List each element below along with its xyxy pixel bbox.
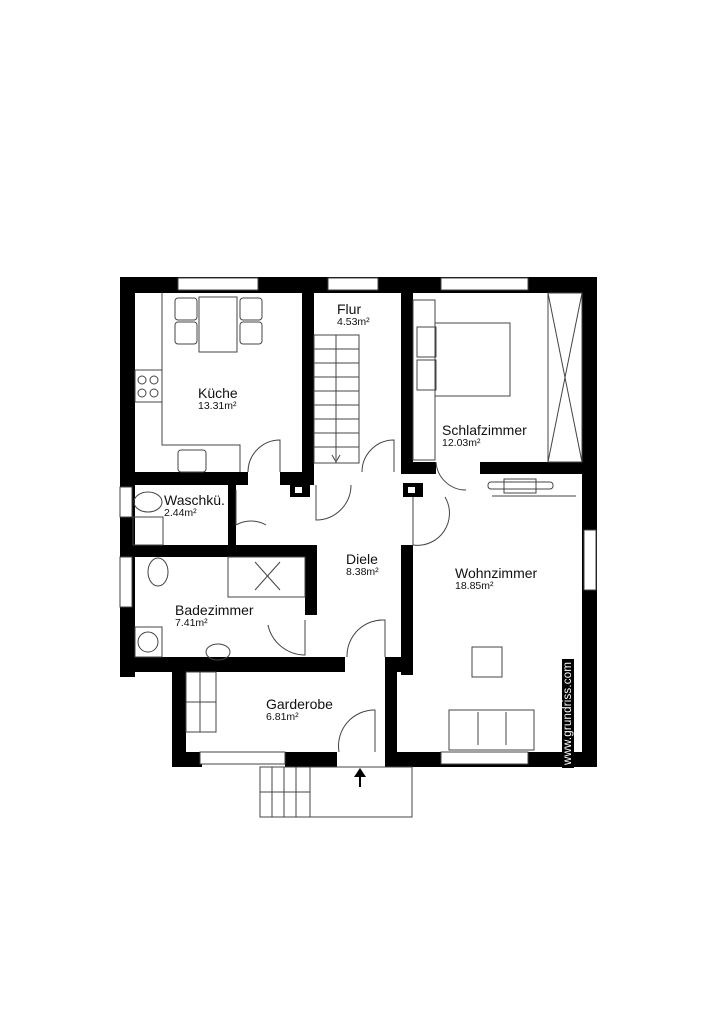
room-label-waschkueche: Waschkü. 2.44m² — [164, 493, 225, 519]
room-label-badezimmer: Badezimmer 7.41m² — [175, 603, 254, 629]
room-area: 8.38m² — [346, 565, 379, 578]
room-label-kueche: Küche 13.31m² — [198, 386, 238, 412]
room-area: 18.85m² — [455, 579, 494, 592]
room-area: 4.53m² — [337, 315, 370, 328]
entrance-arrow-icon — [354, 768, 366, 787]
watermark: www.grundriss.com — [562, 658, 574, 768]
room-name: Garderobe — [266, 696, 333, 712]
room-area: 7.41m² — [175, 616, 208, 629]
room-area: 2.44m² — [164, 506, 197, 519]
room-name: Flur — [337, 301, 362, 317]
room-name: Schlafzimmer — [442, 422, 527, 438]
room-name: Badezimmer — [175, 602, 254, 618]
room-area: 12.03m² — [442, 436, 481, 449]
windows — [119, 277, 597, 765]
room-area: 13.31m² — [198, 399, 237, 412]
room-label-wohnzimmer: Wohnzimmer 18.85m² — [455, 566, 537, 592]
room-label-schlafzimmer: Schlafzimmer 12.03m² — [442, 423, 527, 449]
room-label-garderobe: Garderobe 6.81m² — [266, 697, 333, 723]
room-label-flur: Flur 4.53m² — [337, 302, 370, 328]
room-area: 6.81m² — [266, 710, 299, 723]
room-name: Diele — [346, 551, 378, 567]
room-name: Küche — [198, 385, 238, 401]
room-label-diele: Diele 8.38m² — [346, 552, 379, 578]
room-name: Waschkü. — [164, 492, 225, 508]
furniture — [132, 292, 583, 818]
room-name: Wohnzimmer — [455, 565, 538, 581]
